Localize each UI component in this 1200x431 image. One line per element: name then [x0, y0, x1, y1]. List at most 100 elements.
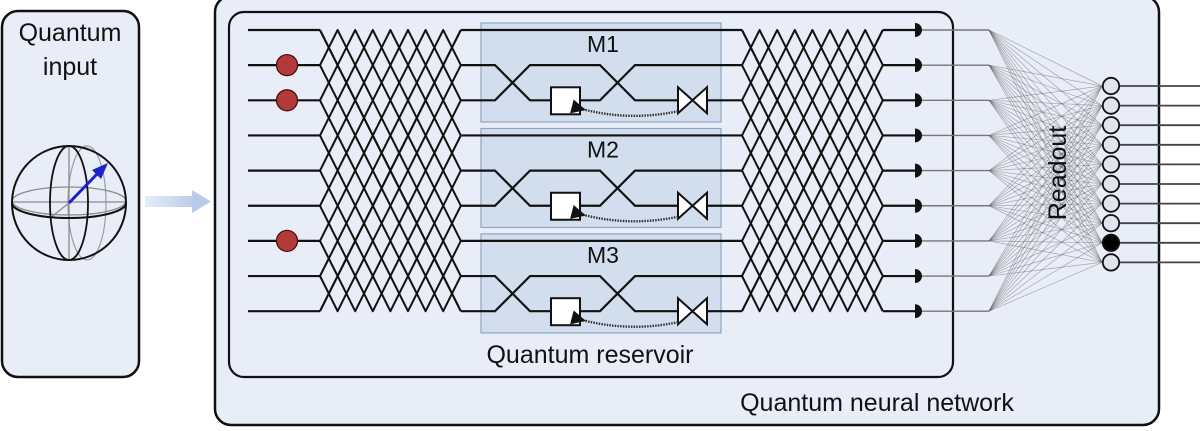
readout-weight — [988, 29, 1103, 204]
mesh-path — [741, 29, 884, 172]
mesh-path — [319, 29, 462, 172]
readout-label: Readout — [1044, 126, 1072, 221]
detector-icon — [915, 23, 922, 37]
input-panel-frame — [0, 9, 141, 379]
readout-weight — [988, 85, 1103, 136]
detector-icon — [915, 233, 923, 248]
readout-weight — [988, 85, 1103, 242]
switch-valve-icon — [677, 190, 708, 221]
readout-weight — [988, 205, 1103, 244]
readout-weight — [988, 124, 1103, 207]
readout-weight — [988, 105, 1103, 277]
quantum-input-panel: Quantum input — [0, 9, 141, 379]
readout-weight — [988, 222, 1103, 277]
mesh-path — [319, 99, 462, 313]
readout-weight — [988, 124, 1103, 277]
output-node — [1101, 253, 1121, 272]
mesh-path — [741, 29, 884, 312]
readout-weight — [988, 124, 1103, 242]
memory-element-icon — [550, 191, 581, 221]
module-circuit — [461, 64, 742, 117]
readout-weight — [988, 222, 1103, 312]
readout-weight — [988, 29, 1103, 224]
output-node — [1101, 155, 1121, 174]
readout-weight — [988, 64, 1103, 126]
module-label: M3 — [587, 242, 619, 268]
readout-weight — [988, 99, 1103, 165]
readout-weight — [988, 170, 1103, 263]
network-label: Quantum neural network — [740, 389, 1014, 417]
detector-icon — [915, 163, 923, 178]
readout-weight — [988, 64, 1103, 263]
mesh-path — [741, 135, 884, 313]
readout-weight — [988, 135, 1103, 146]
readout-weight — [988, 99, 1103, 106]
detector-icon — [915, 304, 923, 319]
detector-icon — [915, 93, 923, 108]
module-circuit — [461, 274, 742, 328]
readout-weight — [988, 240, 1103, 244]
readout-weight — [988, 100, 1103, 224]
readout-weight — [988, 29, 1103, 106]
readout-weight — [988, 135, 1103, 165]
readout-weight — [988, 100, 1103, 204]
mesh-path — [319, 64, 462, 313]
mesh-path — [741, 29, 884, 207]
module-circuit — [461, 169, 742, 223]
reservoir-label: Quantum reservoir — [486, 341, 693, 369]
readout-weight — [988, 183, 1103, 277]
mesh-path — [741, 29, 884, 277]
waveguide — [461, 169, 678, 207]
readout-weight — [988, 135, 1103, 224]
output-node — [1101, 135, 1121, 154]
readout-weight — [988, 164, 1103, 207]
mesh-path — [319, 135, 462, 313]
readout-weight — [988, 170, 1103, 224]
flow-arrow — [145, 190, 211, 213]
mesh-path — [741, 170, 884, 313]
readout-weight — [988, 144, 1103, 312]
readout-weight — [988, 99, 1103, 146]
readout-weight — [988, 135, 1103, 204]
readout-weight — [988, 100, 1103, 263]
readout-outputs — [1101, 76, 1200, 272]
readout-weight — [988, 164, 1103, 312]
input-title-line1: Quantum — [19, 19, 122, 47]
readout-weight — [988, 203, 1103, 312]
readout-weight — [988, 164, 1103, 242]
output-node — [1101, 214, 1121, 233]
output-node — [1101, 194, 1121, 213]
readout-weight — [988, 64, 1103, 106]
readout-weight — [988, 205, 1103, 224]
readout-weight — [988, 242, 1103, 277]
readout-weight — [988, 85, 1103, 206]
memory-element-icon — [550, 86, 581, 116]
photon-source-icon — [275, 229, 299, 253]
readout-weight — [988, 203, 1103, 242]
readout-weight — [988, 262, 1103, 312]
readout-weight — [988, 203, 1103, 207]
readout-weight — [988, 99, 1103, 126]
readout-weight — [988, 203, 1103, 277]
readout-weight — [988, 29, 1103, 87]
readout-weight — [988, 135, 1103, 263]
output-node-active — [1101, 233, 1121, 252]
readout-weight — [988, 125, 1103, 312]
readout-weight — [988, 64, 1103, 87]
readout-weight — [988, 144, 1103, 207]
mesh-path — [319, 29, 462, 312]
readout-weight — [988, 183, 1103, 242]
readout-weight — [988, 85, 1103, 312]
input-title-line2: input — [43, 53, 97, 81]
readout-weight — [988, 29, 1103, 263]
readout-weight — [988, 100, 1103, 185]
readout-fan — [988, 29, 1103, 312]
readout-weight — [988, 29, 1103, 126]
readout-weight — [988, 124, 1103, 171]
detector-icon — [915, 128, 923, 143]
output-node — [1101, 76, 1121, 96]
readout-weight — [988, 183, 1103, 207]
mesh-path — [741, 64, 884, 313]
readout-weight — [988, 64, 1103, 165]
